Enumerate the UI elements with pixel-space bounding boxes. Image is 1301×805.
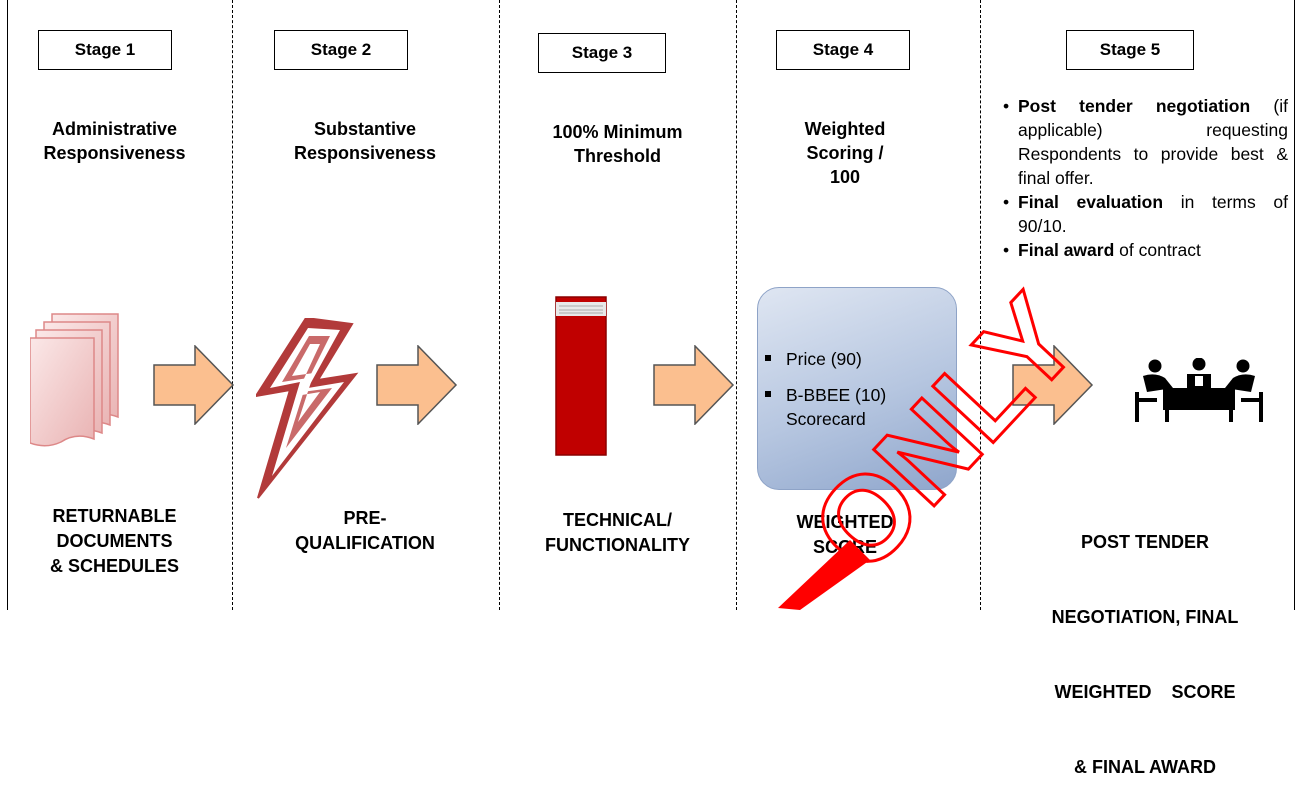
stage-divider (499, 0, 500, 610)
output-line: SCORE (812, 537, 877, 557)
bullet-bold: Post tender negotiation (1018, 96, 1251, 116)
heading-line: 100% Minimum (552, 122, 683, 142)
lightning-bolt-icon (256, 318, 359, 499)
bullet-item: Final evaluation in terms of 90/10. (1003, 190, 1288, 238)
output-line: POST TENDER (1080, 532, 1209, 552)
stage-3-output: TECHNICAL/ FUNCTIONALITY (505, 508, 730, 558)
output-line: WEIGHTED (796, 512, 894, 532)
diagram-frame (7, 0, 1295, 610)
stage-4-output: WEIGHTED SCORE (760, 510, 930, 560)
heading-line: Scoring / (806, 143, 884, 163)
heading-line: Responsiveness (293, 143, 437, 163)
stage-3-label: Stage 3 (538, 33, 666, 73)
stage-3-heading: 100% Minimum Threshold (505, 120, 730, 168)
red-book-icon (555, 296, 607, 456)
stage-5-label: Stage 5 (1066, 30, 1194, 70)
output-line: FUNCTIONALITY (545, 535, 690, 555)
stage-5-output: POST TENDER NEGOTIATION, FINAL WEIGHTED … (1000, 480, 1290, 805)
flow-arrow-icon (1012, 345, 1094, 425)
bullet-bold: Final award (1018, 240, 1115, 260)
output-line: TECHNICAL/ (563, 510, 672, 530)
stage-2-heading: Substantive Responsiveness (250, 117, 480, 165)
output-line: DOCUMENTS (56, 531, 173, 551)
output-line: PRE- (343, 508, 387, 528)
bullet-item: Final award of contract (1003, 238, 1288, 262)
heading-line: 100 (829, 167, 861, 187)
stage-1-output: RETURNABLE DOCUMENTS & SCHEDULES (12, 504, 217, 579)
output-line: WEIGHTED SCORE (1054, 682, 1236, 702)
heading-line: Weighted (804, 119, 886, 139)
criteria-scorecard: Scorecard (786, 409, 866, 429)
heading-line: Threshold (573, 146, 661, 166)
criteria-price: Price (90) (786, 349, 862, 369)
stage-divider (980, 0, 981, 610)
stage-1-label: Stage 1 (38, 30, 172, 70)
bullet-text: in terms of 90/10. (1018, 192, 1288, 236)
bullet-bold: Final evaluation (1018, 192, 1164, 212)
output-line: QUALIFICATION (295, 533, 435, 553)
output-line: & SCHEDULES (49, 556, 179, 576)
criteria-item: B-BBEE (10) Scorecard (760, 383, 886, 431)
output-line: RETURNABLE (52, 506, 177, 526)
flow-arrow-icon (153, 345, 235, 425)
weighted-criteria-list: Price (90) B-BBEE (10) Scorecard (760, 347, 886, 443)
stage-divider (736, 0, 737, 610)
bullet-item: Post tender negotiation (if applicable) … (1003, 94, 1288, 190)
heading-line: Responsiveness (43, 143, 186, 163)
stacked-documents-icon (30, 313, 119, 447)
criteria-bbbee: B-BBEE (10) (786, 385, 887, 405)
stage-5-bullet-list: Post tender negotiation (if applicable) … (1003, 94, 1288, 262)
bullet-text: (if applicable) requesting Respondents t… (1018, 96, 1288, 188)
stage-4-label: Stage 4 (776, 30, 910, 70)
meeting-table-icon (1135, 358, 1263, 422)
heading-line: Administrative (51, 119, 178, 139)
flow-arrow-icon (376, 345, 458, 425)
bullet-text: of contract (1114, 240, 1201, 260)
stage-2-output: PRE- QUALIFICATION (250, 506, 480, 556)
criteria-item: Price (90) (760, 347, 886, 371)
stage-divider (232, 0, 233, 610)
flow-arrow-icon (653, 345, 735, 425)
stage-1-heading: Administrative Responsiveness (12, 117, 217, 165)
output-line: NEGOTIATION, FINAL (1051, 607, 1239, 627)
output-line: & FINAL AWARD (1074, 757, 1216, 777)
stage-2-label: Stage 2 (274, 30, 408, 70)
weighted-criteria-box (757, 287, 957, 490)
heading-line: Substantive (313, 119, 417, 139)
stage-4-heading: Weighted Scoring / 100 (760, 117, 930, 189)
